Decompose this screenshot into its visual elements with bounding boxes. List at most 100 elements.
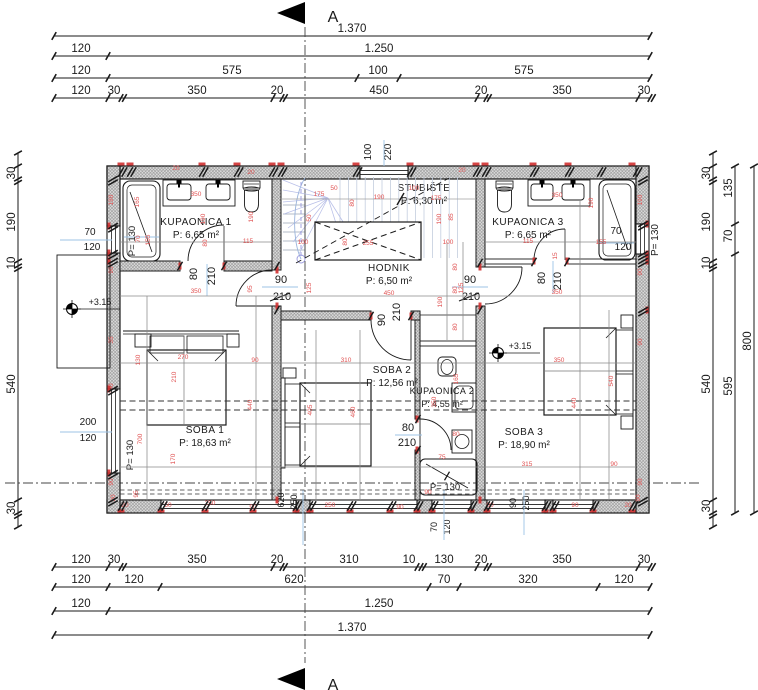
svg-text:1.370: 1.370 — [338, 23, 367, 35]
svg-text:30: 30 — [638, 85, 651, 97]
svg-text:270: 270 — [178, 354, 189, 361]
svg-text:70: 70 — [438, 574, 451, 586]
svg-text:80: 80 — [452, 431, 460, 438]
svg-text:75: 75 — [438, 454, 446, 461]
svg-text:155: 155 — [596, 239, 607, 246]
svg-text:+3.15: +3.15 — [89, 297, 112, 307]
svg-text:310: 310 — [339, 554, 358, 566]
svg-text:165: 165 — [453, 373, 460, 384]
svg-text:190: 190 — [6, 212, 18, 231]
svg-text:70: 70 — [429, 522, 439, 532]
svg-text:SOBA 3: SOBA 3 — [505, 427, 544, 438]
svg-text:90: 90 — [108, 478, 115, 486]
svg-text:155: 155 — [145, 234, 152, 245]
svg-text:440: 440 — [247, 399, 254, 410]
svg-text:440: 440 — [571, 397, 578, 408]
svg-text:250: 250 — [325, 502, 336, 509]
svg-text:P: 4,55 m²: P: 4,55 m² — [421, 399, 463, 409]
svg-text:90: 90 — [571, 502, 579, 509]
svg-text:120: 120 — [124, 574, 143, 586]
svg-text:P: 6,50 m²: P: 6,50 m² — [366, 276, 413, 287]
svg-text:90: 90 — [610, 461, 618, 468]
svg-text:350: 350 — [191, 191, 202, 198]
svg-text:80: 80 — [342, 238, 349, 246]
svg-text:10: 10 — [403, 554, 416, 566]
svg-text:575: 575 — [222, 65, 241, 77]
svg-text:350: 350 — [552, 554, 571, 566]
svg-text:1.250: 1.250 — [365, 598, 394, 610]
svg-text:315: 315 — [522, 461, 533, 468]
svg-text:90: 90 — [108, 266, 115, 274]
svg-text:190: 190 — [436, 213, 443, 224]
svg-text:20: 20 — [475, 554, 488, 566]
svg-text:50: 50 — [306, 214, 313, 222]
svg-text:90: 90 — [508, 498, 518, 508]
svg-text:1.250: 1.250 — [365, 43, 394, 55]
svg-text:80: 80 — [452, 323, 459, 331]
svg-text:100: 100 — [368, 65, 387, 77]
svg-text:120: 120 — [71, 85, 90, 97]
svg-text:35: 35 — [108, 336, 115, 344]
svg-text:20: 20 — [458, 167, 466, 174]
svg-text:15: 15 — [552, 252, 559, 260]
svg-text:460: 460 — [350, 406, 357, 417]
svg-text:100: 100 — [363, 143, 374, 160]
svg-text:30: 30 — [108, 85, 121, 97]
svg-text:175: 175 — [314, 191, 325, 198]
svg-text:320: 320 — [518, 574, 537, 586]
svg-text:P: 12,56 m²: P: 12,56 m² — [366, 378, 418, 389]
svg-text:210: 210 — [171, 371, 178, 382]
svg-text:90: 90 — [424, 489, 432, 496]
svg-text:120: 120 — [80, 433, 97, 444]
svg-text:20: 20 — [271, 554, 284, 566]
svg-text:P= 130: P= 130 — [127, 226, 138, 256]
svg-text:90: 90 — [637, 478, 644, 486]
svg-text:700: 700 — [137, 433, 144, 444]
svg-text:120: 120 — [615, 242, 632, 253]
svg-text:70: 70 — [84, 227, 96, 238]
svg-text:A: A — [328, 677, 339, 690]
svg-text:115: 115 — [523, 238, 534, 245]
svg-text:120: 120 — [84, 242, 101, 253]
svg-text:80: 80 — [202, 239, 209, 247]
svg-text:20: 20 — [271, 85, 284, 97]
svg-text:220: 220 — [383, 143, 394, 160]
svg-text:100: 100 — [409, 185, 420, 192]
svg-text:1.370: 1.370 — [338, 622, 367, 634]
svg-text:85: 85 — [448, 213, 455, 221]
svg-text:250: 250 — [289, 494, 299, 509]
svg-text:175: 175 — [431, 195, 442, 202]
svg-text:50: 50 — [330, 185, 338, 192]
svg-text:120: 120 — [71, 598, 90, 610]
svg-text:P: 6,65 m²: P: 6,65 m² — [173, 230, 220, 241]
svg-text:80: 80 — [452, 286, 459, 294]
svg-text:210: 210 — [206, 267, 218, 285]
svg-text:80: 80 — [402, 422, 414, 434]
svg-text:P: 18,63 m²: P: 18,63 m² — [179, 438, 231, 449]
svg-text:310: 310 — [341, 357, 352, 364]
svg-text:350: 350 — [552, 85, 571, 97]
svg-text:80: 80 — [188, 268, 200, 280]
svg-text:10: 10 — [701, 257, 713, 270]
svg-text:350: 350 — [554, 357, 565, 364]
svg-text:SOBA 1: SOBA 1 — [186, 425, 225, 436]
svg-text:130: 130 — [135, 354, 142, 365]
svg-text:190: 190 — [108, 194, 115, 205]
svg-text:90: 90 — [396, 504, 404, 511]
svg-text:120: 120 — [71, 554, 90, 566]
svg-text:30: 30 — [701, 167, 713, 180]
svg-text:80: 80 — [349, 199, 356, 207]
svg-text:800: 800 — [742, 331, 754, 350]
svg-text:95: 95 — [133, 490, 140, 498]
svg-text:KUPAONICA 2: KUPAONICA 2 — [410, 386, 475, 396]
svg-text:125: 125 — [458, 282, 465, 293]
svg-text:130: 130 — [434, 554, 453, 566]
svg-text:120: 120 — [614, 574, 633, 586]
svg-text:A: A — [328, 9, 339, 26]
svg-text:90: 90 — [249, 504, 257, 511]
svg-text:170: 170 — [170, 453, 177, 464]
svg-text:350: 350 — [191, 288, 202, 295]
svg-text:30: 30 — [701, 500, 713, 513]
svg-text:190: 190 — [248, 211, 255, 222]
svg-text:405: 405 — [307, 404, 314, 415]
